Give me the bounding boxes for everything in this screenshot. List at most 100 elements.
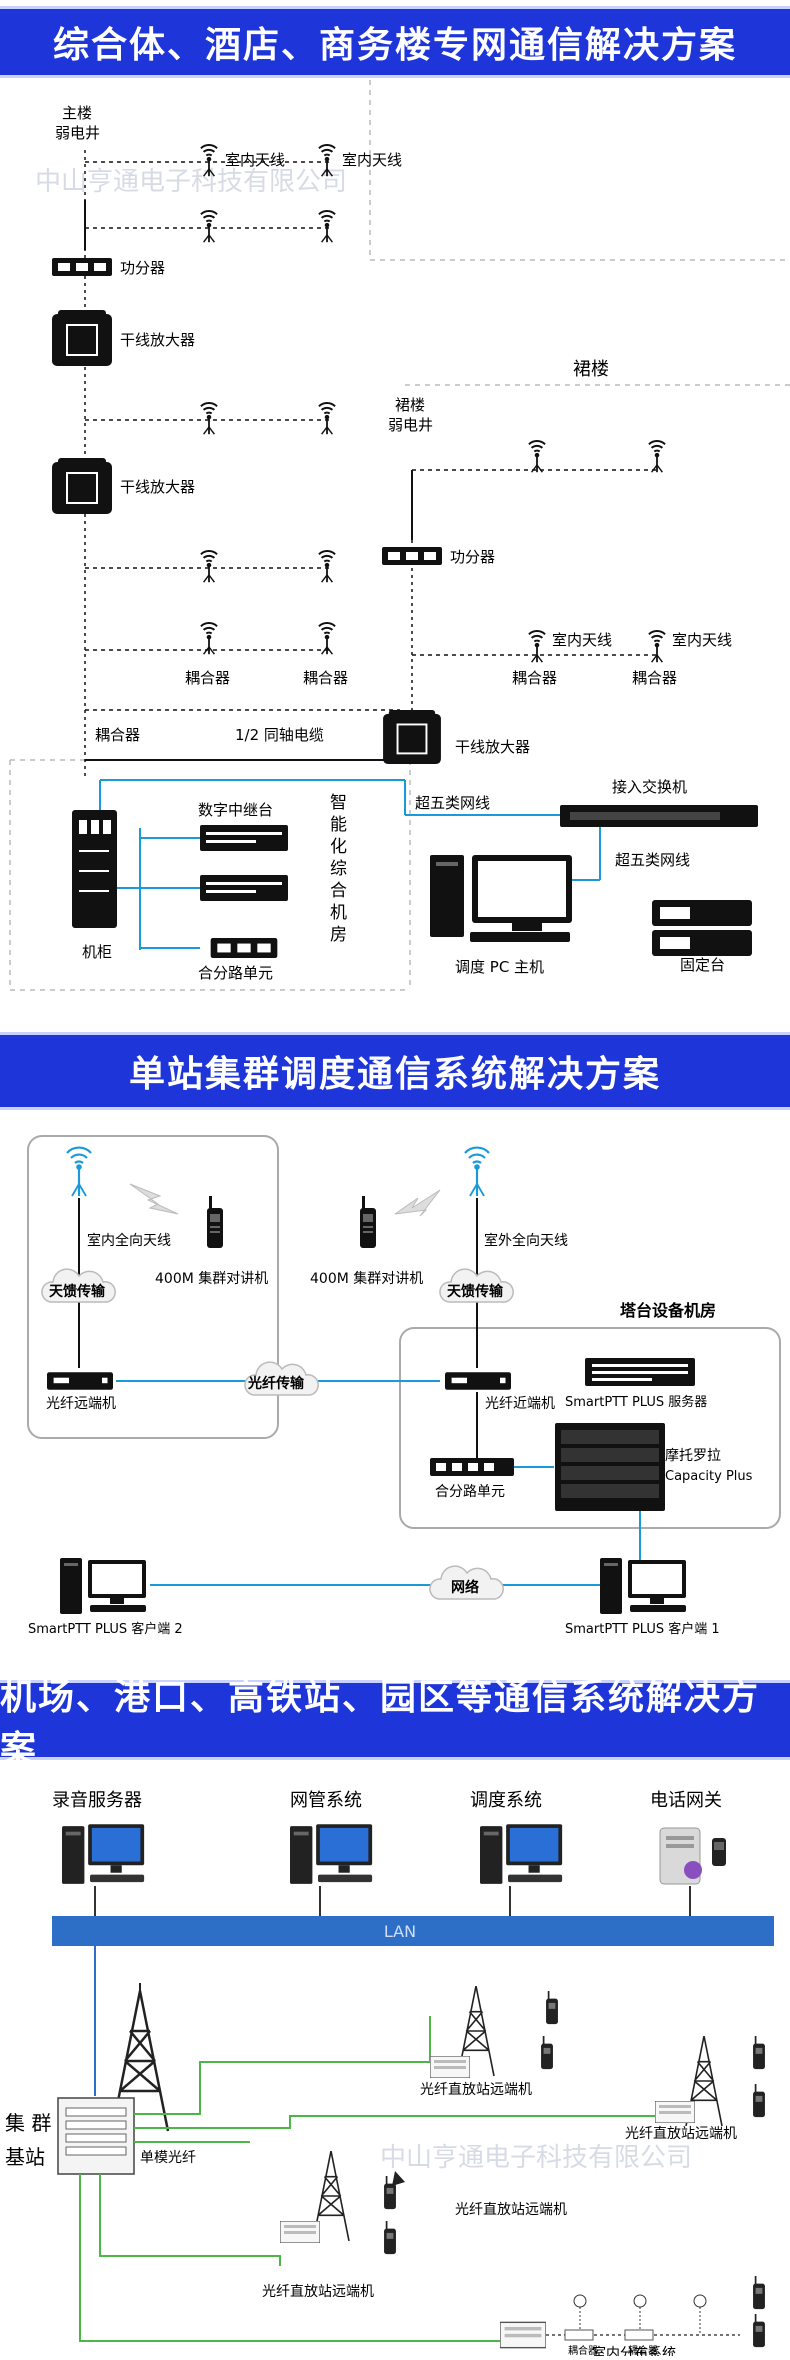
- radio-icon: [541, 2036, 553, 2070]
- splitter-icon: [52, 258, 112, 276]
- fiber-near-label: 光纤近端机: [485, 1396, 555, 1412]
- indoor-antenna-label: 室内天线: [342, 151, 402, 169]
- antenna-icon: [317, 210, 337, 244]
- repeater-remote-label: 光纤直放站远端机: [262, 2283, 374, 2300]
- recording-server-label: 录音服务器: [52, 1790, 142, 1811]
- smart-room-char: 合: [330, 881, 347, 901]
- repeater-remote-label: 光纤直放站远端机: [625, 2125, 737, 2142]
- trunk-amplifier-icon: [383, 710, 441, 764]
- smart-room-char: 房: [330, 925, 347, 945]
- coupler-label: 耦合器: [512, 669, 557, 687]
- fiber-remote-icon: [47, 1372, 113, 1390]
- radio-icon: [753, 2084, 765, 2118]
- repeater-remote-label: 光纤直放站远端机: [420, 2081, 532, 2098]
- cabinet-icon: [72, 810, 117, 928]
- fiber-remote-label: 光纤远端机: [46, 1396, 116, 1412]
- radio-icon: [207, 1196, 223, 1248]
- trunk-amp-label: 干线放大器: [455, 738, 530, 756]
- section3-title-banner: 机场、港口、高铁站、园区等通信系统解决方案: [0, 1677, 790, 1770]
- coupler-icon: [624, 2329, 654, 2341]
- section2-title-banner: 单站集群调度通信系统解决方案: [0, 1032, 790, 1110]
- trunk-amplifier-icon: [52, 458, 112, 514]
- digital-repeater-icon: [200, 825, 288, 851]
- cluster-base-char: 集 群: [5, 2111, 51, 2135]
- section2-title: 单站集群调度通信系统解决方案: [128, 1054, 661, 1095]
- smart-room-label: 智 能 化 综 合 机 房: [330, 793, 347, 945]
- access-switch-label: 接入交换机: [612, 778, 687, 796]
- coupler-label: 耦合器: [632, 669, 677, 687]
- coupler-label: 耦合器: [185, 669, 230, 687]
- radio-label: 400M 集群对讲机: [310, 1270, 423, 1287]
- cluster-base-label: 集 群 基站: [5, 2111, 51, 2169]
- section3-watermark: 中山亨通电子科技有限公司: [380, 2143, 692, 2173]
- antenna-icon: [527, 440, 547, 474]
- radio-icon: [384, 2221, 396, 2255]
- radio-icon: [753, 2314, 765, 2348]
- combiner-label: 合分路单元: [435, 1484, 505, 1500]
- indoor-omni-label: 室内全向天线: [87, 1232, 171, 1249]
- feeder-label: 天馈传输: [447, 1283, 504, 1300]
- combiner-icon: [210, 938, 278, 958]
- phone-gateway-label: 电话网关: [650, 1790, 722, 1811]
- digital-repeater-icon: [200, 875, 288, 901]
- combiner-label: 合分路单元: [198, 964, 273, 982]
- antenna-icon: [317, 550, 337, 584]
- antenna-icon: [647, 440, 667, 474]
- digital-repeater-label: 数字中继台: [198, 801, 273, 819]
- section2-diagram: 室内全向天线 天馈传输 400M 集群对讲机 光纤远端机 光纤传输 400M 集…: [27, 1135, 781, 1637]
- client-pc-icon: [60, 1558, 146, 1614]
- section3-diagram: 录音服务器 网管系统 调度系统 电话网关 LAN 集 群 基站: [5, 1790, 774, 2356]
- smart-room-char: 能: [330, 815, 347, 835]
- antenna-icon: [527, 630, 547, 664]
- cat5e-label: 超五类网线: [615, 851, 690, 869]
- indoor-antenna-label: 室内天线: [225, 151, 285, 169]
- nms-label: 网管系统: [290, 1790, 362, 1811]
- smart-room-char: 智: [330, 793, 347, 813]
- fixed-station-label: 固定台: [680, 956, 725, 974]
- podium-label: 裙楼: [573, 359, 609, 380]
- indoor-antenna-label: 室内天线: [552, 631, 612, 649]
- repeater-remote-label: 光纤直放站远端机: [455, 2201, 567, 2218]
- radio-label: 400M 集群对讲机: [155, 1270, 268, 1287]
- smart-room-char: 综: [330, 859, 347, 879]
- tower-room-label: 塔台设备机房: [620, 1301, 716, 1320]
- recording-server-icon: [62, 1824, 145, 1884]
- fixed-station-icon: [652, 900, 752, 956]
- repeater-icon: [500, 2321, 546, 2349]
- base-station-cabinet-icon: [57, 2097, 135, 2175]
- smart-room-char: 机: [330, 903, 347, 923]
- antenna-icon: [317, 402, 337, 436]
- indoor-dist-label: 室内分布系统: [592, 2345, 676, 2356]
- radio-icon: [360, 1196, 376, 1248]
- network-label: 网络: [451, 1579, 479, 1596]
- indoor-antenna-icon: [573, 2294, 707, 2335]
- radio-icon: [546, 1991, 558, 2025]
- capacity-plus-label: Capacity Plus: [665, 1469, 753, 1484]
- indoor-antenna-label: 室内天线: [672, 631, 732, 649]
- dispatch-pc-icon: [430, 855, 572, 942]
- single-mode-fiber-label: 单模光纤: [140, 2150, 196, 2166]
- section3-title: 机场、港口、高铁站、园区等通信系统解决方案: [0, 1677, 761, 1770]
- dispatch-pc-label: 调度 PC 主机: [455, 958, 544, 976]
- coupler-label: 耦合器: [568, 2344, 598, 2356]
- podium-weak-well-label: 弱电井: [388, 416, 433, 434]
- trunk-amp-label: 干线放大器: [120, 331, 195, 349]
- coupler-label: 耦合器: [303, 669, 348, 687]
- capacity-plus-icon: [555, 1423, 665, 1511]
- fiber-near-icon: [445, 1372, 511, 1390]
- radio-icon: [753, 2036, 765, 2070]
- cat5e-label: 超五类网线: [415, 794, 490, 812]
- cluster-base-char: 基站: [5, 2145, 45, 2169]
- dispatch-system-icon: [480, 1824, 563, 1884]
- outdoor-omni-label: 室外全向天线: [484, 1232, 568, 1249]
- splitter-icon: [382, 547, 442, 565]
- lan-label: LAN: [384, 1922, 416, 1941]
- section1-title: 综合体、酒店、商务楼专网通信解决方案: [52, 25, 737, 66]
- dispatch-system-label: 调度系统: [470, 1790, 542, 1811]
- client1-label: SmartPTT PLUS 客户端 1: [565, 1621, 720, 1637]
- cabinet-label: 机柜: [82, 943, 112, 961]
- coupler-icon: [564, 2329, 594, 2341]
- repeater-icon: [280, 2221, 320, 2243]
- section1-diagram: 中山亨通电子科技有限公司 主楼 弱电井 室内天线 室内天线 功分器 干线放大器 …: [9, 80, 790, 991]
- main-building-label: 主楼: [62, 104, 92, 122]
